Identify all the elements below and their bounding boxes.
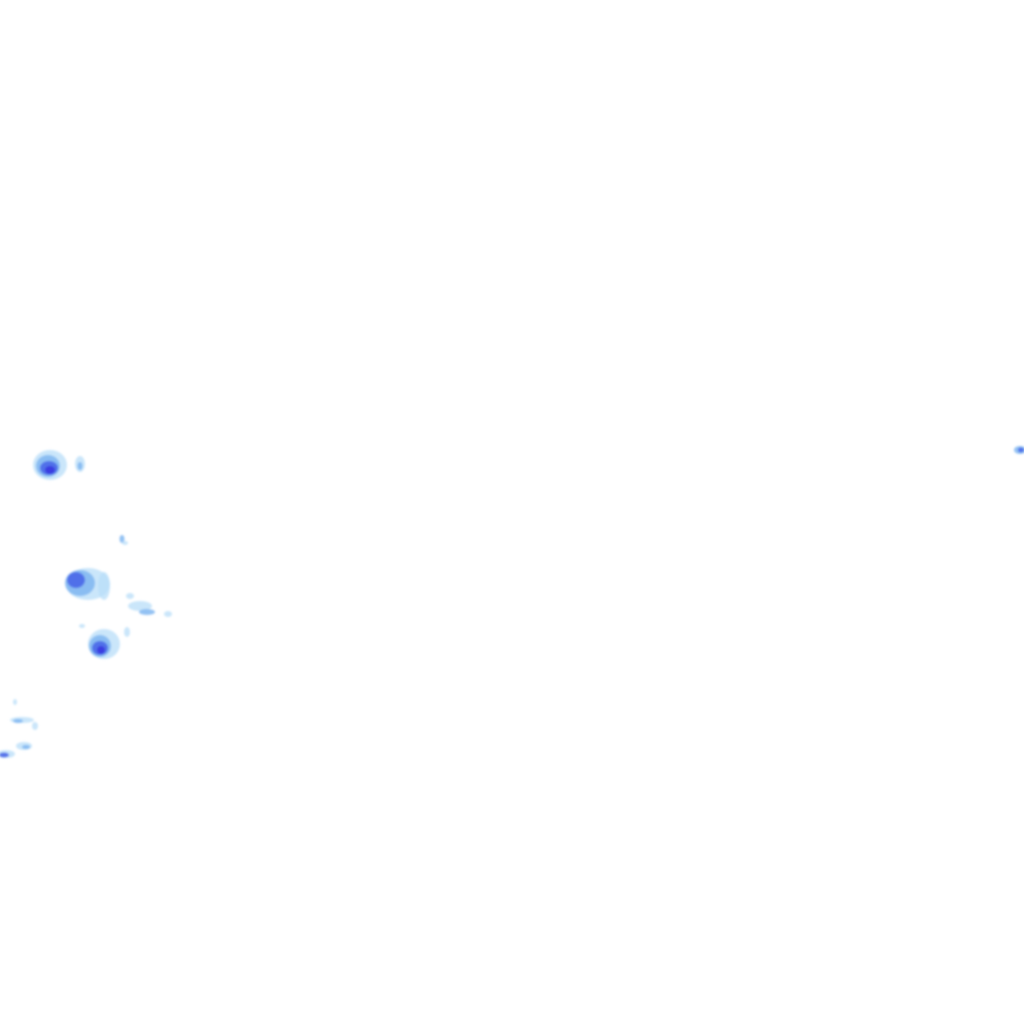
precip-echo-cluster-1 (33, 450, 85, 480)
precip-echo-cluster-3 (79, 624, 130, 659)
precip-echo-cluster-2 (65, 568, 172, 617)
precip-echo-cluster-4 (0, 699, 38, 758)
precip-echo-speck (119, 535, 128, 545)
precip-echo-cluster-5 (1014, 446, 1024, 454)
